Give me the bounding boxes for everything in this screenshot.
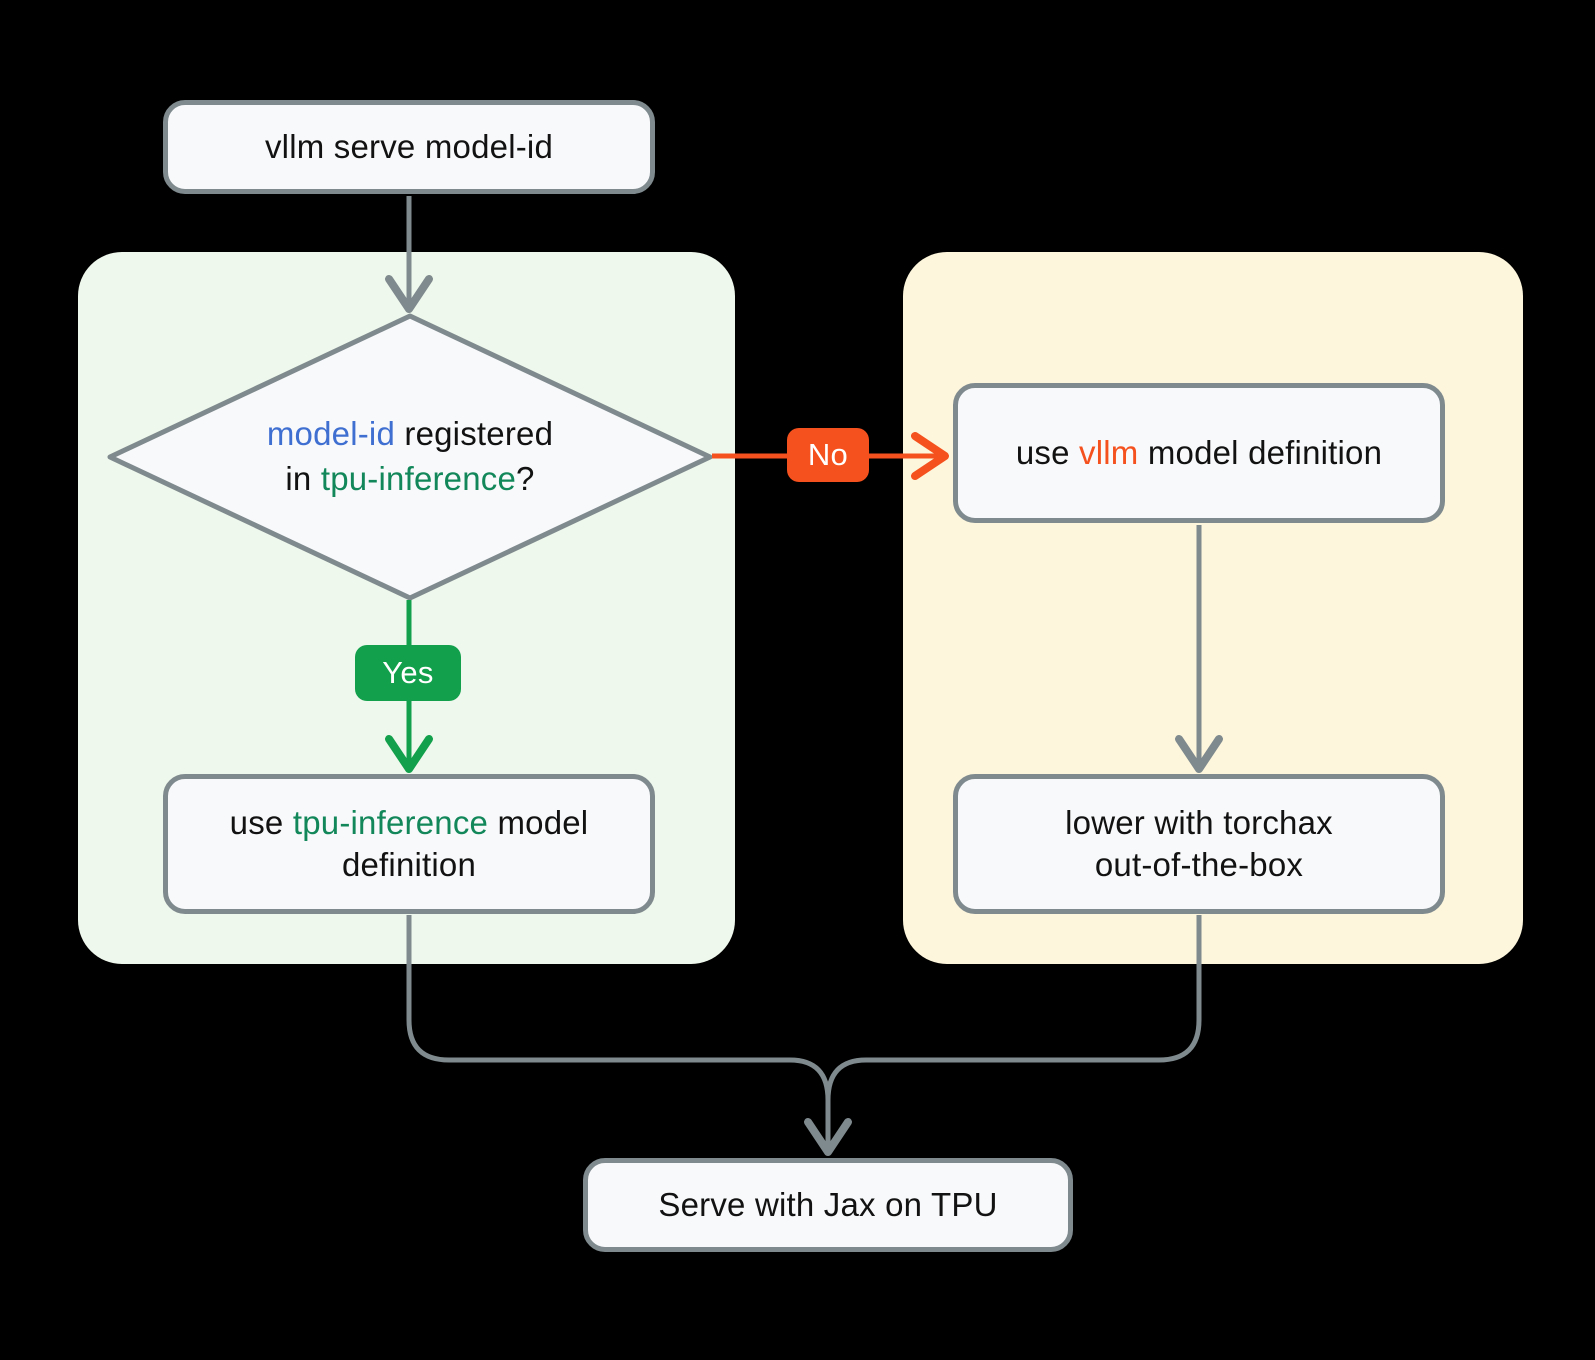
node-use-tpu-inference-model-definition[interactable]: use tpu-inference model definition <box>163 774 655 914</box>
tpu-def-token: tpu-inference <box>292 803 489 841</box>
node-start-label: vllm serve model-id <box>264 127 554 165</box>
vllm-def-suffix: model definition <box>1138 433 1383 471</box>
torchax-line2: out-of-the-box <box>1094 846 1304 883</box>
torchax-line1: lower with torchax <box>1065 803 1333 841</box>
edge-label-no-text: No <box>807 437 849 472</box>
decision-text-registered: registered <box>395 415 554 453</box>
vllm-def-prefix: use <box>1015 433 1079 471</box>
tpu-def-prefix: use <box>229 803 293 841</box>
edge-torchax-to-merge <box>804 915 1202 1157</box>
edge-tpu-to-merge <box>406 915 831 1148</box>
node-decision-model-registered[interactable]: model-id registered in tpu-inference? <box>108 314 712 600</box>
node-lower-with-torchax[interactable]: lower with torchax out-of-the-box <box>953 774 1445 914</box>
node-use-vllm-model-definition[interactable]: use vllm model definition <box>953 383 1445 523</box>
vllm-def-token: vllm <box>1079 433 1139 471</box>
edge-label-yes-text: Yes <box>382 655 434 690</box>
node-start-command[interactable]: vllm serve model-id <box>163 100 655 194</box>
decision-diamond-shape <box>107 313 713 601</box>
node-serve-with-jax-on-tpu[interactable]: Serve with Jax on TPU <box>583 1158 1073 1252</box>
decision-text-in: in <box>285 460 321 497</box>
tpu-def-suffix: model definition <box>341 803 589 883</box>
decision-token-tpu-inference: tpu-inference <box>320 460 517 497</box>
decision-token-model-id: model-id <box>266 415 396 453</box>
edge-label-no: No <box>787 428 869 482</box>
decision-label: model-id registered in tpu-inference? <box>108 314 712 600</box>
node-serve-label: Serve with Jax on TPU <box>658 1185 998 1223</box>
edge-label-yes: Yes <box>355 645 461 701</box>
decision-text-question: ? <box>516 460 535 497</box>
